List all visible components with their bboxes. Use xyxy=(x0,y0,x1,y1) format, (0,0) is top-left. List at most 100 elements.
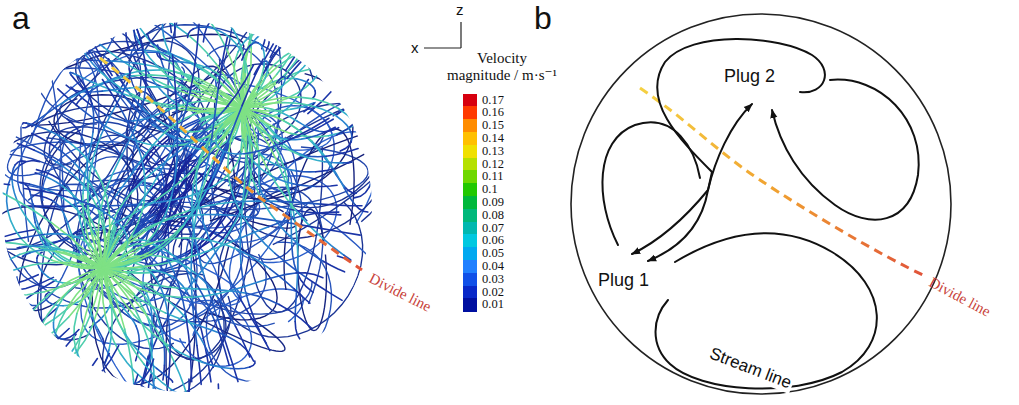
streamline xyxy=(148,398,151,400)
streamline xyxy=(90,287,92,304)
streamline xyxy=(136,366,146,405)
colorbar-swatch xyxy=(463,94,477,107)
streamline xyxy=(273,137,290,140)
streamline xyxy=(295,293,296,322)
streamline xyxy=(166,51,183,59)
streamline xyxy=(128,6,135,19)
streamline xyxy=(6,347,34,359)
streamline xyxy=(214,195,232,232)
streamline xyxy=(320,52,324,63)
streamline xyxy=(297,121,310,128)
streamline xyxy=(39,226,50,246)
streamline xyxy=(244,144,279,154)
streamline xyxy=(68,326,92,359)
streamline xyxy=(103,268,147,317)
streamline xyxy=(35,338,37,368)
colorbar-value: 0.07 xyxy=(482,221,504,236)
streamline xyxy=(204,345,211,360)
streamline xyxy=(301,33,309,53)
streamline xyxy=(103,338,104,343)
streamline xyxy=(48,277,62,283)
streamline xyxy=(239,227,241,265)
streamline xyxy=(127,15,138,26)
streamline xyxy=(216,140,223,151)
colorbar-value: 0.09 xyxy=(482,195,504,210)
streamline xyxy=(296,273,323,278)
streamline xyxy=(53,305,59,323)
streamline xyxy=(187,34,216,64)
streamline xyxy=(270,269,294,289)
streamline xyxy=(22,255,23,258)
streamline xyxy=(283,113,297,121)
streamline xyxy=(289,0,307,2)
streamline xyxy=(369,162,373,187)
streamline xyxy=(303,212,339,216)
colorbar-swatch xyxy=(463,145,477,158)
streamline xyxy=(32,133,54,146)
colorbar-value: 0.11 xyxy=(482,169,503,184)
streamline xyxy=(44,233,63,235)
streamline xyxy=(66,85,81,91)
streamline xyxy=(55,161,76,177)
streamline xyxy=(331,43,345,56)
streamline xyxy=(261,32,269,36)
streamline xyxy=(257,78,265,92)
streamline xyxy=(90,37,94,44)
streamline xyxy=(96,171,109,211)
streamline-sphere xyxy=(0,0,423,405)
streamline xyxy=(288,26,303,37)
streamline xyxy=(184,186,202,225)
streamline xyxy=(74,162,90,182)
panel-letter: a xyxy=(12,0,30,37)
streamline xyxy=(351,75,366,92)
streamline xyxy=(143,167,145,201)
streamline xyxy=(89,216,103,268)
streamline xyxy=(186,316,192,381)
streamline xyxy=(310,128,323,131)
streamline xyxy=(16,277,54,290)
streamline xyxy=(142,378,164,392)
streamline xyxy=(176,110,178,157)
streamline xyxy=(20,182,30,184)
streamline xyxy=(165,284,192,323)
streamline xyxy=(264,50,265,65)
colorbar-swatch xyxy=(463,106,477,119)
streamline xyxy=(261,34,265,37)
streamline xyxy=(309,83,315,90)
streamline xyxy=(258,43,263,50)
streamline xyxy=(271,176,293,184)
streamline xyxy=(324,262,345,272)
streamline xyxy=(59,285,75,304)
streamline xyxy=(36,368,50,386)
stream-line xyxy=(708,104,752,190)
streamline xyxy=(44,0,260,165)
axis-label: x xyxy=(411,39,419,56)
streamline xyxy=(29,184,44,189)
streamline xyxy=(141,354,157,368)
streamline xyxy=(296,170,316,173)
divide-line xyxy=(640,88,925,276)
plug-label: Plug 2 xyxy=(724,66,775,87)
colorbar-value: 0.15 xyxy=(482,118,504,133)
streamline xyxy=(138,177,158,207)
divide-line xyxy=(100,58,362,270)
streamline xyxy=(169,345,203,362)
streamline xyxy=(0,309,13,329)
colorbar-swatch xyxy=(463,119,477,132)
streamline xyxy=(194,108,226,139)
streamline xyxy=(81,135,87,155)
streamline xyxy=(128,6,132,14)
streamline xyxy=(111,305,125,333)
streamline xyxy=(107,154,122,187)
streamline xyxy=(83,194,86,229)
streamline xyxy=(287,57,305,78)
streamline xyxy=(190,24,199,91)
streamline xyxy=(51,200,62,210)
colorbar-swatch xyxy=(463,170,477,183)
plug-label: Plug 1 xyxy=(598,270,649,291)
streamline xyxy=(296,255,297,293)
streamline xyxy=(200,108,243,163)
streamline xyxy=(278,223,301,245)
streamline xyxy=(225,105,243,150)
streamline xyxy=(354,187,369,198)
